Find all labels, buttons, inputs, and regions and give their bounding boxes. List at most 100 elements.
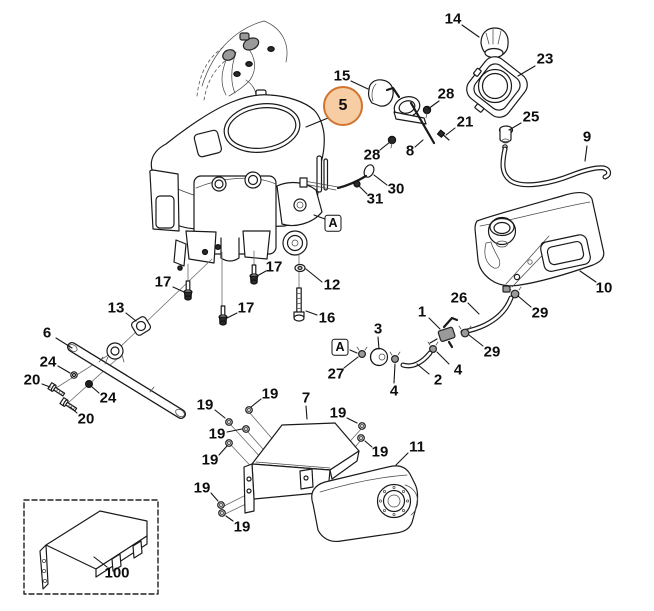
leader-line-13 xyxy=(125,312,137,322)
callout-11[interactable]: 11 xyxy=(409,438,425,456)
callout-A[interactable]: A xyxy=(331,338,349,356)
callout-A[interactable]: A xyxy=(324,214,342,232)
callout-10[interactable]: 10 xyxy=(595,279,613,297)
leader-line-28 xyxy=(427,100,440,110)
rod-8 xyxy=(409,101,436,145)
leader-line-23 xyxy=(517,65,536,77)
callout-20[interactable]: 20 xyxy=(77,410,95,428)
leader-line-5 xyxy=(305,117,329,128)
callout-24[interactable]: 24 xyxy=(39,353,57,371)
callout-3[interactable]: 3 xyxy=(373,320,383,338)
leader-line-20 xyxy=(69,406,78,414)
boot-15 xyxy=(368,79,394,107)
harness-screw-icon xyxy=(267,45,275,52)
callout-19[interactable]: 19 xyxy=(261,385,279,403)
leader-lines xyxy=(41,24,597,568)
leader-line-100 xyxy=(93,556,108,568)
callout-7[interactable]: 7 xyxy=(301,389,311,407)
bolt-16-icon xyxy=(293,287,305,322)
callout-31[interactable]: 31 xyxy=(366,190,384,208)
callout-20[interactable]: 20 xyxy=(23,371,41,389)
callout-5[interactable]: 5 xyxy=(323,86,363,126)
callout-14[interactable]: 14 xyxy=(444,10,462,28)
callout-8[interactable]: 8 xyxy=(405,142,415,160)
clamp-4-icon xyxy=(427,341,439,354)
callout-29[interactable]: 29 xyxy=(483,343,501,361)
nut-19-icon xyxy=(242,425,250,433)
valve-1 xyxy=(429,316,459,349)
leader-line-1 xyxy=(428,317,441,330)
nut-19-icon xyxy=(357,434,365,442)
callout-19[interactable]: 19 xyxy=(371,443,389,461)
callout-1[interactable]: 1 xyxy=(417,303,427,321)
callout-2[interactable]: 2 xyxy=(433,371,443,389)
bolt-20-icon xyxy=(59,397,78,412)
harness-screw-icon xyxy=(233,70,241,77)
callout-16[interactable]: 16 xyxy=(318,309,336,327)
leader-line-31 xyxy=(358,185,368,195)
leader-line-19 xyxy=(210,492,219,502)
leader-line-10 xyxy=(579,270,597,283)
leader-line-24 xyxy=(57,365,71,374)
callout-24[interactable]: 24 xyxy=(99,389,117,407)
callout-19[interactable]: 19 xyxy=(193,479,211,497)
fuel-tank-drawing xyxy=(474,192,605,293)
bolt-17-icon xyxy=(183,280,193,301)
callout-23[interactable]: 23 xyxy=(536,50,554,68)
wiring-harness-drawing xyxy=(196,20,288,101)
callout-28[interactable]: 28 xyxy=(437,85,455,103)
leader-line-3 xyxy=(377,336,380,350)
callout-19[interactable]: 19 xyxy=(196,396,214,414)
callout-27[interactable]: 27 xyxy=(327,365,345,383)
option-box-100 xyxy=(23,499,159,595)
callout-25[interactable]: 25 xyxy=(522,108,540,126)
harness-screw-icon xyxy=(245,60,253,67)
callout-100[interactable]: 100 xyxy=(104,564,130,582)
callout-26[interactable]: 26 xyxy=(450,289,468,307)
callout-19[interactable]: 19 xyxy=(201,451,219,469)
muffler-11-drawing xyxy=(311,465,419,543)
callout-13[interactable]: 13 xyxy=(107,299,125,317)
callout-28[interactable]: 28 xyxy=(363,146,381,164)
leader-line-8 xyxy=(414,139,424,148)
control-parts-drawing xyxy=(336,79,450,190)
clamp-4-icon xyxy=(389,351,401,364)
callout-29[interactable]: 29 xyxy=(531,304,549,322)
callout-19[interactable]: 19 xyxy=(208,425,226,443)
washer-24-icon xyxy=(70,371,78,379)
callout-4[interactable]: 4 xyxy=(453,361,463,379)
leader-line-19 xyxy=(346,417,358,424)
callout-19[interactable]: 19 xyxy=(233,518,251,536)
leader-line-12 xyxy=(305,268,323,283)
engine-drawing xyxy=(149,89,339,271)
callout-30[interactable]: 30 xyxy=(387,180,405,198)
leader-line-A xyxy=(349,349,358,354)
clamp-27-icon xyxy=(356,346,368,359)
leader-line-19 xyxy=(225,515,234,522)
leader-line-27 xyxy=(343,356,359,369)
leader-line-A xyxy=(313,214,326,220)
callout-6[interactable]: 6 xyxy=(42,324,52,342)
callout-9[interactable]: 9 xyxy=(582,128,592,146)
callout-17[interactable]: 17 xyxy=(265,258,283,276)
cover-7-drawing xyxy=(243,422,360,514)
leader-line-15 xyxy=(350,80,369,90)
callout-17[interactable]: 17 xyxy=(154,273,172,291)
leader-line-14 xyxy=(461,24,480,38)
leader-line-28 xyxy=(379,141,391,151)
nut-19-icon xyxy=(225,439,233,447)
leader-line-30 xyxy=(373,174,388,186)
callout-12[interactable]: 12 xyxy=(323,276,341,294)
leader-line-26 xyxy=(467,302,480,315)
callout-21[interactable]: 21 xyxy=(456,113,474,131)
callout-15[interactable]: 15 xyxy=(333,67,351,85)
leader-line-20 xyxy=(41,383,51,388)
callout-4[interactable]: 4 xyxy=(389,382,399,400)
callout-19[interactable]: 19 xyxy=(329,404,347,422)
fastener-drawings xyxy=(47,263,366,517)
fuel-line-assembly-drawing xyxy=(356,286,522,369)
callout-17[interactable]: 17 xyxy=(237,299,255,317)
